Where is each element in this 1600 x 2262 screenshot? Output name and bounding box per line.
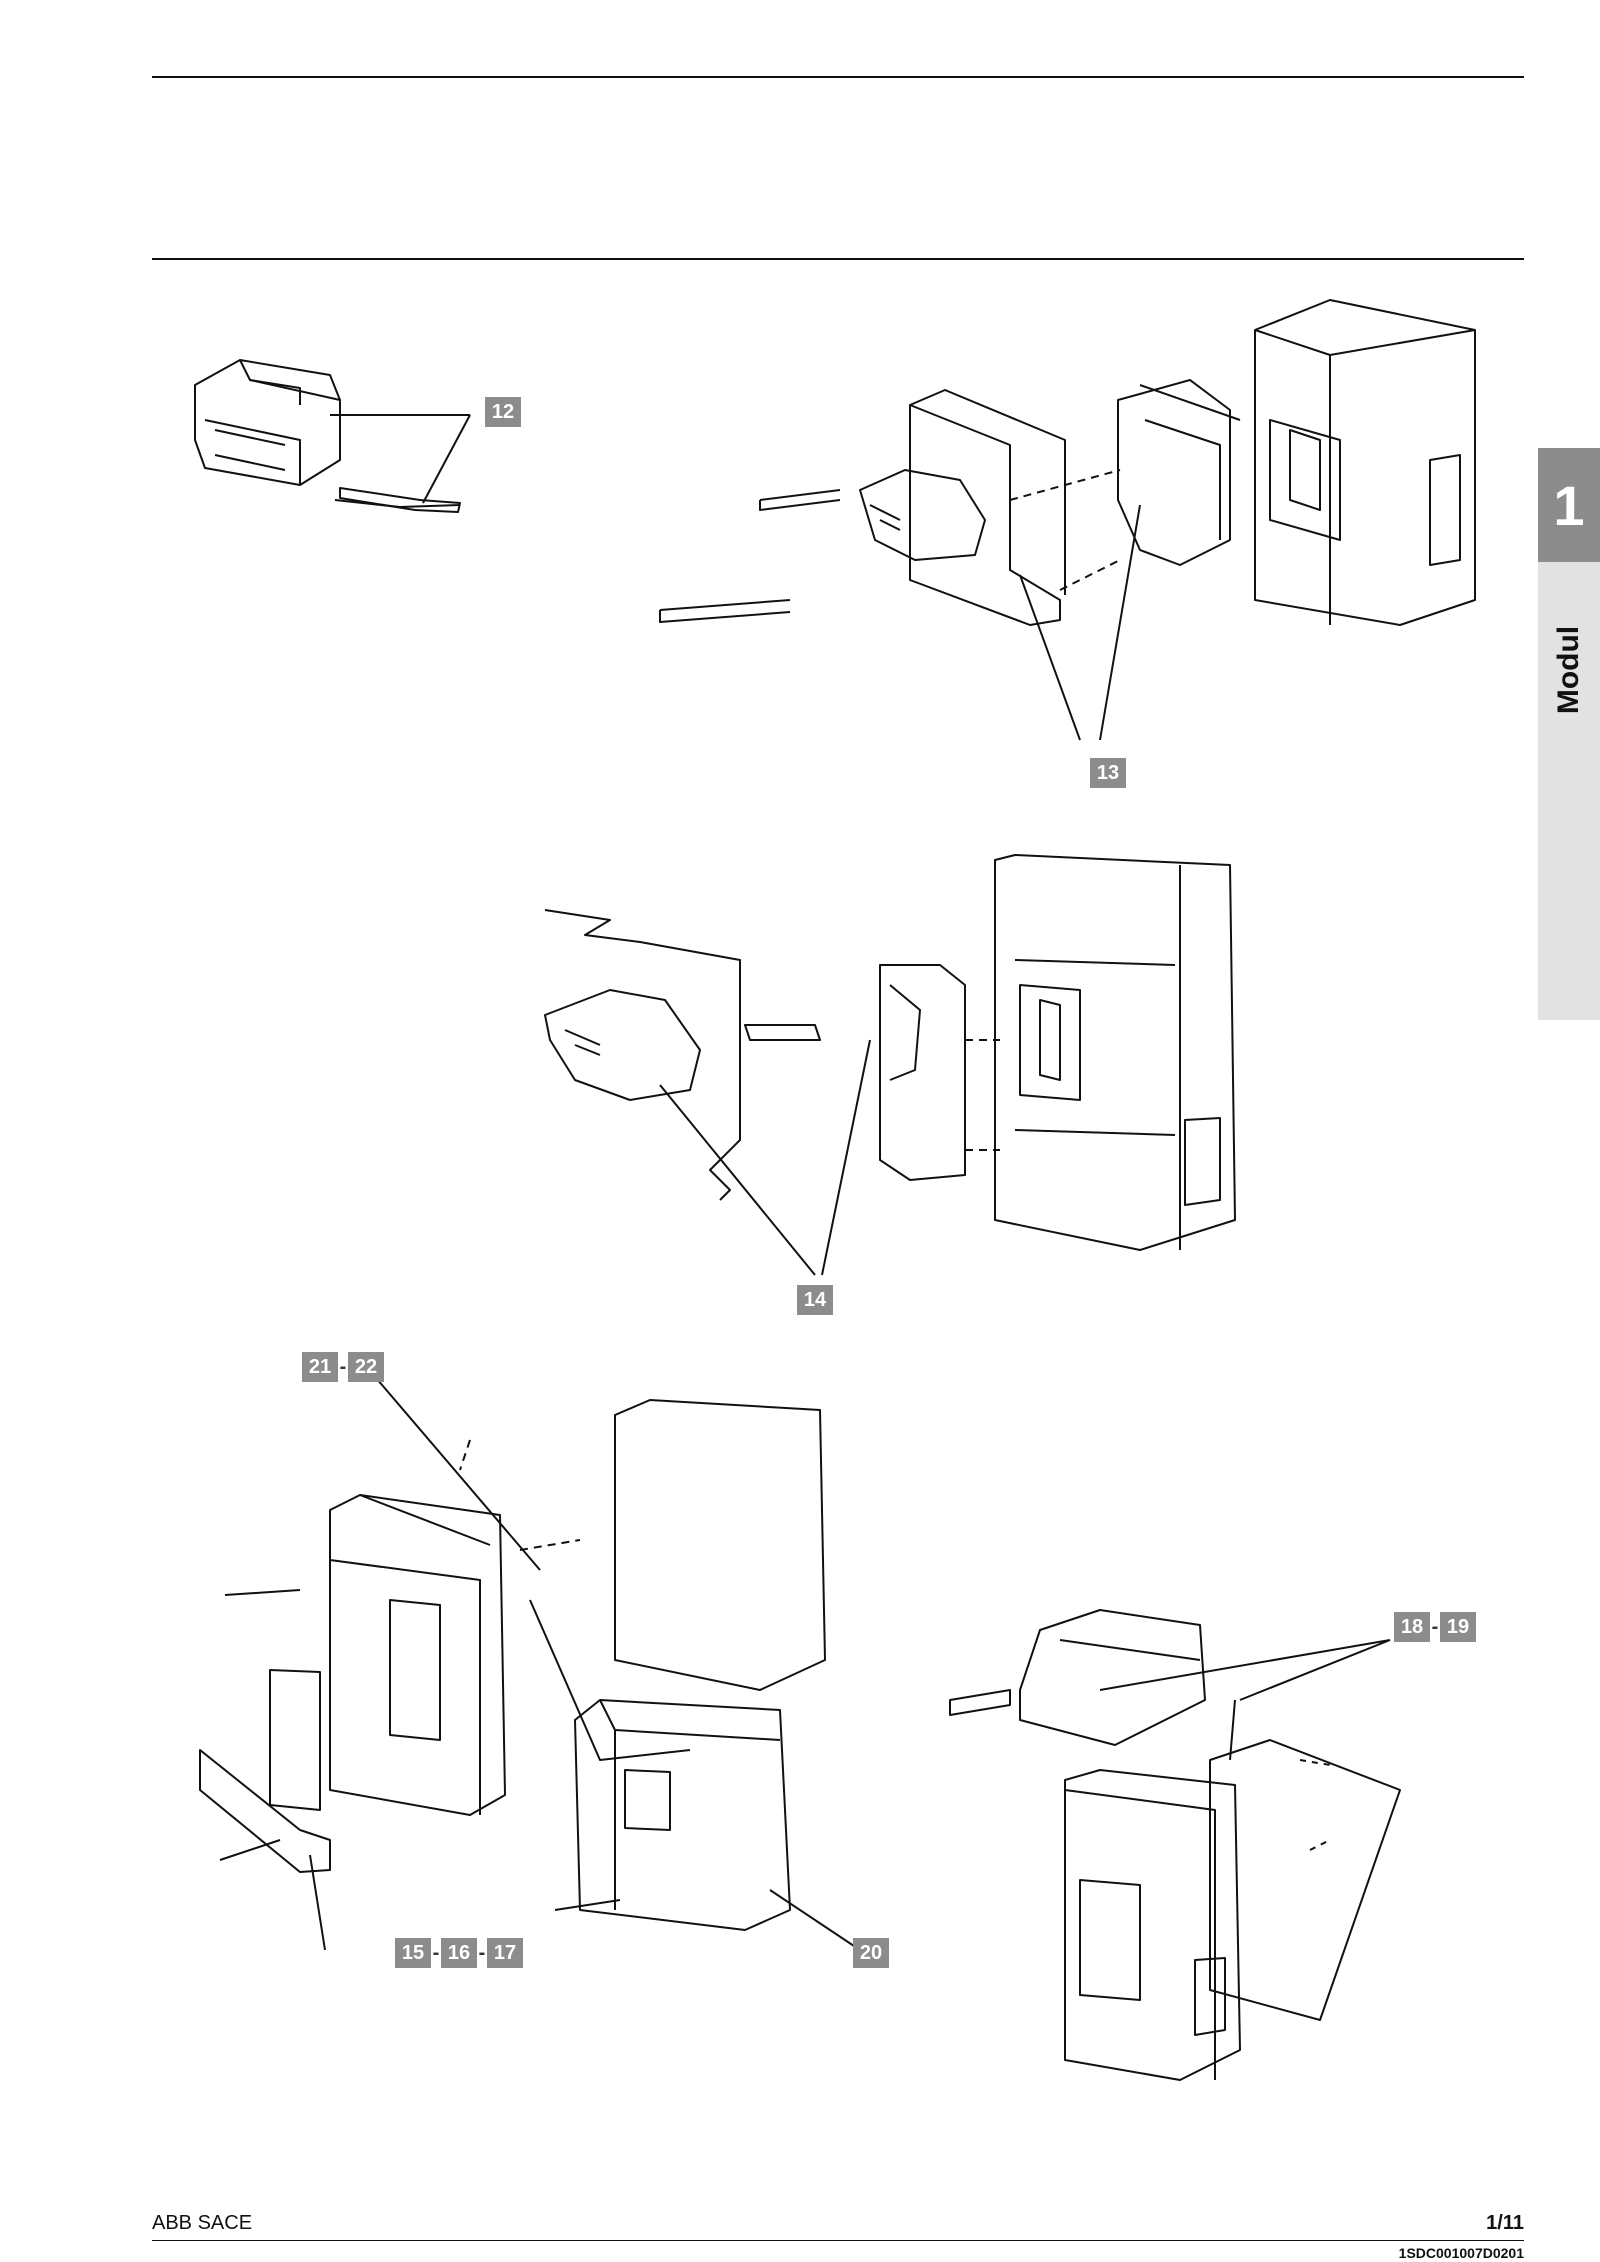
aux-contact-figure <box>194 359 471 513</box>
footer-doc-code: 1SDC001007D0201 <box>1398 2245 1524 2261</box>
callout-12: 12 <box>485 397 521 427</box>
callout-15: 15 <box>395 1938 431 1968</box>
breaker-trip-unit-figure <box>199 1364 861 1951</box>
footer-page-number: 1/11 <box>1486 2212 1524 2234</box>
callout-dash: - <box>339 1355 347 1378</box>
callout-16: 16 <box>441 1938 477 1968</box>
callout-17: 17 <box>487 1938 523 1968</box>
callout-dash: - <box>478 1941 486 1964</box>
callout-19: 19 <box>1440 1612 1476 1642</box>
side-tab-number: 1 <box>1538 448 1600 562</box>
callout-21: 21 <box>302 1352 338 1382</box>
callout-14: 14 <box>797 1285 833 1315</box>
callout-dash: - <box>1431 1615 1439 1638</box>
door-handle-figure <box>544 854 1236 1276</box>
callout-13: 13 <box>1090 758 1126 788</box>
footer-rule <box>152 2240 1524 2241</box>
rotary-handle-figure <box>659 299 1476 741</box>
header-rule <box>152 258 1524 260</box>
footer-brand: ABB SACE <box>152 2212 253 2234</box>
mounting-plate-figure <box>949 1609 1401 2081</box>
callout-dash: - <box>432 1941 440 1964</box>
callout-20: 20 <box>853 1938 889 1968</box>
top-rule <box>152 76 1524 78</box>
callout-18: 18 <box>1394 1612 1430 1642</box>
callout-22: 22 <box>348 1352 384 1382</box>
